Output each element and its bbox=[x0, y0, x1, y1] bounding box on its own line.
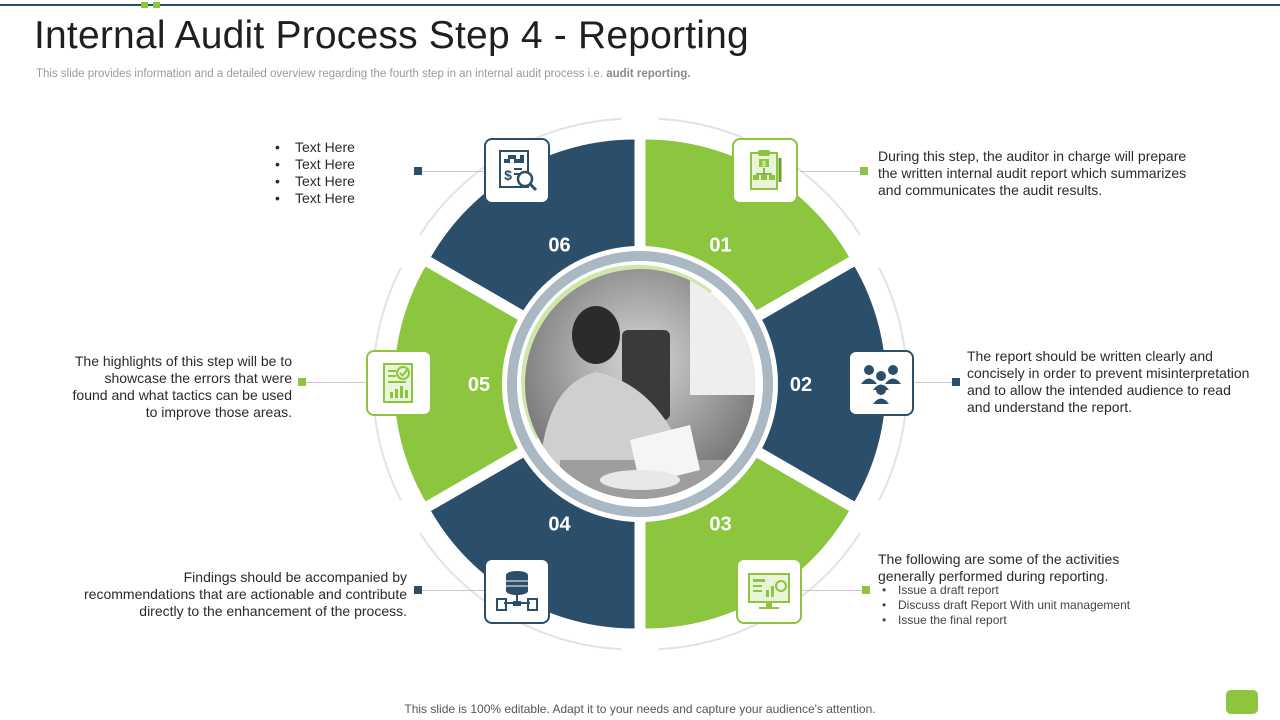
connector-06 bbox=[422, 171, 484, 172]
segment-number-06: 06 bbox=[548, 235, 570, 257]
corner-badge bbox=[1226, 690, 1258, 714]
top-rule bbox=[0, 4, 1280, 6]
step-02-icon-box bbox=[848, 350, 914, 416]
marker-06 bbox=[414, 167, 422, 175]
segment-number-05: 05 bbox=[468, 374, 490, 396]
slide-footer: This slide is 100% editable. Adapt it to… bbox=[404, 702, 876, 716]
step-05-icon-box bbox=[366, 350, 432, 416]
marker-03 bbox=[862, 586, 870, 594]
connector-03 bbox=[802, 590, 862, 591]
marker-01 bbox=[860, 167, 868, 175]
segment-number-01: 01 bbox=[709, 235, 731, 257]
svg-text:$: $ bbox=[762, 161, 766, 168]
list-item: Text Here bbox=[275, 139, 355, 156]
step-05-text: The highlights of this step will be to s… bbox=[72, 353, 292, 420]
list-item: Discuss draft Report With unit managemen… bbox=[880, 598, 1130, 613]
list-item: Text Here bbox=[275, 190, 355, 207]
connector-04 bbox=[422, 590, 484, 591]
marker-05 bbox=[298, 378, 306, 386]
checklist-chart-icon bbox=[383, 363, 413, 403]
segment-number-03: 03 bbox=[709, 513, 731, 535]
top-accent-dot bbox=[141, 2, 148, 8]
step-04-text: Findings should be accompanied by recomm… bbox=[84, 569, 407, 619]
slide-subtitle: This slide provides information and a de… bbox=[36, 68, 691, 80]
connector-05 bbox=[304, 382, 366, 383]
connector-02 bbox=[914, 382, 952, 383]
database-network-icon bbox=[496, 571, 538, 611]
audit-report-icon: $ bbox=[750, 150, 782, 190]
step-03-text: The following are some of the activities… bbox=[878, 551, 1120, 584]
step-01-icon-box: $ bbox=[732, 138, 798, 204]
slide-title: Internal Audit Process Step 4 - Reportin… bbox=[34, 14, 749, 57]
svg-text:$: $ bbox=[504, 167, 512, 183]
step-01-text: During this step, the auditor in charge … bbox=[878, 148, 1187, 198]
segment-number-02: 02 bbox=[790, 374, 812, 396]
segment-number-04: 04 bbox=[548, 513, 571, 535]
connector-01 bbox=[800, 171, 860, 172]
step-06-list: Text Here Text Here Text Here Text Here bbox=[275, 139, 355, 207]
step-02-text: The report should be written clearly and… bbox=[967, 348, 1250, 415]
financial-analysis-icon: $ bbox=[499, 150, 538, 192]
presentation-monitor-icon bbox=[748, 573, 790, 609]
step-06-icon-box: $ bbox=[484, 138, 550, 204]
center-ring-gray bbox=[507, 251, 773, 517]
top-accent-dot bbox=[153, 2, 160, 8]
marker-04 bbox=[414, 586, 422, 594]
list-item: Text Here bbox=[275, 156, 355, 173]
marker-02 bbox=[952, 378, 960, 386]
team-icon bbox=[861, 365, 901, 404]
list-item: Issue a draft report bbox=[880, 583, 1130, 598]
list-item: Text Here bbox=[275, 173, 355, 190]
step-03-list: Issue a draft report Discuss draft Repor… bbox=[880, 583, 1130, 628]
step-04-icon-box bbox=[484, 558, 550, 624]
list-item: Issue the final report bbox=[880, 613, 1130, 628]
step-03-icon-box bbox=[736, 558, 802, 624]
